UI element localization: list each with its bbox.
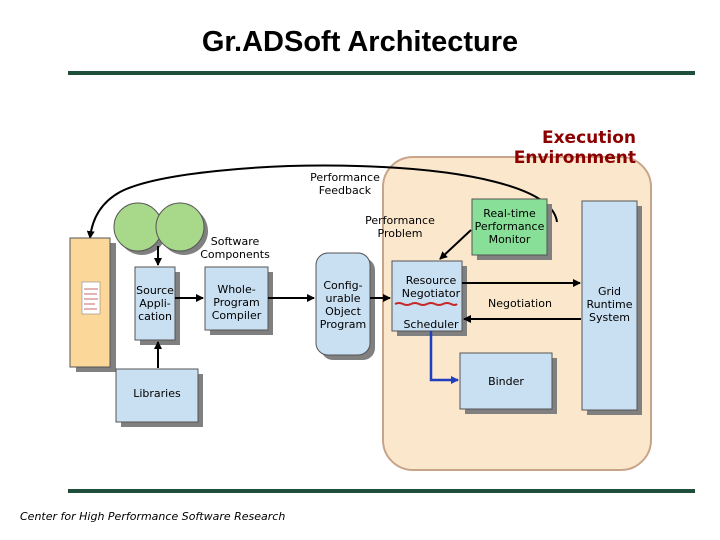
binder-label: Binder xyxy=(488,375,524,388)
software-component-2 xyxy=(155,202,205,252)
negotiation-label: Negotiation xyxy=(488,297,552,310)
resource-negotiator-box xyxy=(391,260,463,332)
title-rule-top xyxy=(68,71,695,75)
configurable-object-program-box xyxy=(315,252,371,356)
binder-box xyxy=(459,352,553,410)
document-thumbnail-text xyxy=(84,288,98,310)
compiler-box xyxy=(204,266,269,331)
page-title: Gr.ADSoft Architecture xyxy=(201,26,519,58)
monitor-box xyxy=(471,198,548,256)
title-rule-bottom xyxy=(68,489,695,493)
source-application-box xyxy=(134,266,176,341)
performance-feedback-arrow xyxy=(86,164,558,239)
grid-runtime-box xyxy=(581,200,638,411)
libraries-label: Libraries xyxy=(133,387,181,400)
scheduler-label: Scheduler xyxy=(403,318,459,331)
document-thumbnail xyxy=(81,281,101,315)
footer-credit: Center for High Performance Software Res… xyxy=(20,510,286,523)
negotiator-divider xyxy=(394,302,458,306)
scheduler-to-binder-arrow xyxy=(429,331,459,384)
execution-environment-title: Execution Environment xyxy=(513,128,636,168)
performance-problem-arrow xyxy=(439,229,472,260)
libraries-box xyxy=(115,368,199,423)
software-component-1 xyxy=(113,202,163,252)
